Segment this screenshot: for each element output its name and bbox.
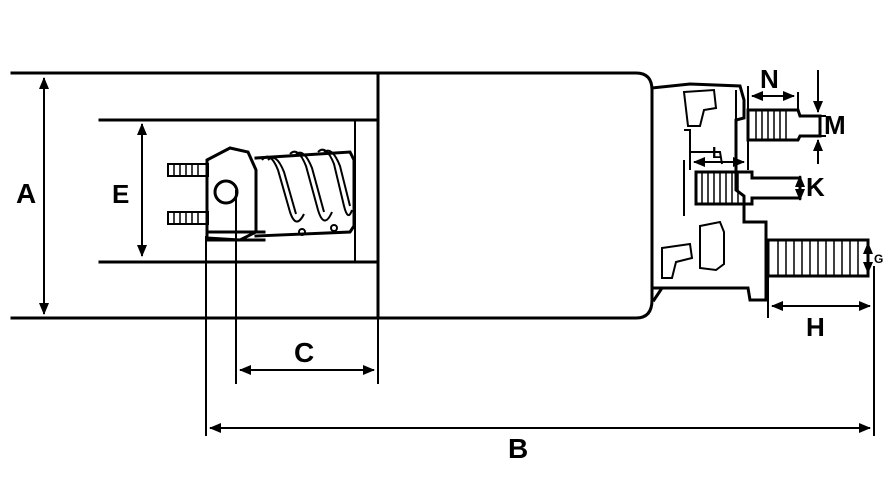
dimension-label-k: K — [806, 172, 825, 202]
plunger-stud-upper — [167, 163, 209, 177]
dimension-l: L — [689, 140, 749, 170]
dimension-label-l: L — [712, 145, 722, 162]
solenoid-body — [10, 71, 654, 320]
dimension-a: A — [16, 77, 49, 315]
dimension-m: M — [808, 70, 846, 164]
dimension-label-g: G — [874, 252, 883, 266]
dimension-label-m: M — [824, 110, 846, 140]
terminal-cap — [650, 82, 768, 303]
plunger-spring-assembly — [167, 146, 356, 242]
dimension-label-a: A — [16, 178, 36, 209]
dimension-e: E — [112, 123, 147, 257]
dimension-label-c: C — [294, 337, 314, 368]
dimension-label-h: H — [806, 312, 825, 342]
terminal-stud-g — [766, 238, 870, 278]
return-spring — [261, 148, 353, 223]
dimension-b: B — [205, 236, 875, 464]
dimension-n: N — [747, 64, 799, 110]
dimension-k: K — [795, 172, 825, 202]
dimension-label-e: E — [112, 179, 129, 209]
plunger-stud-lower — [167, 211, 209, 225]
dimension-c: C — [235, 190, 379, 384]
dimension-label-n: N — [760, 64, 779, 94]
terminal-stud-k — [694, 170, 802, 206]
dimension-h: H — [767, 276, 871, 342]
dimension-label-b: B — [508, 433, 528, 464]
dimension-g: G — [863, 242, 883, 274]
